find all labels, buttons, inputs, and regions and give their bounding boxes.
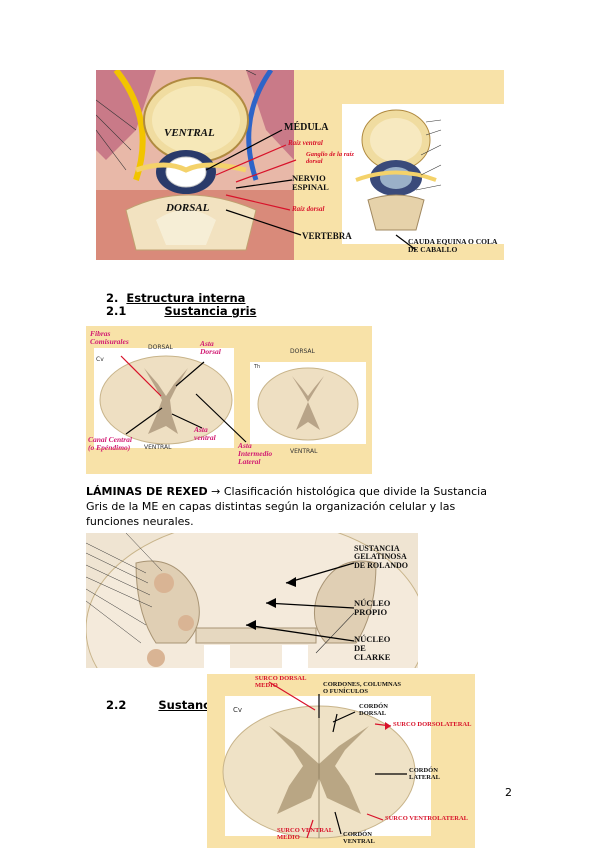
label-nucleo-propio: NÚCLEO PROPIO bbox=[354, 598, 391, 617]
rexed-line-2: Gris de la ME en capas distintas según l… bbox=[86, 500, 456, 513]
label-vertebra: VERTEBRA bbox=[302, 231, 352, 241]
label-surco-ventral-medio: SURCO VENTRAL MEDIO bbox=[277, 827, 333, 841]
figure-rexed-laminae: SUSTANCIA GELATINOSA DE ROLANDO NÚCLEO P… bbox=[86, 533, 418, 668]
label-surco-dorsal-medio: SURCO DORSAL MEDIO bbox=[255, 675, 307, 689]
label-ganglio: Ganglio de la raíz dorsal bbox=[306, 151, 354, 165]
label-ventral: VENTRAL bbox=[164, 127, 215, 139]
figure-grey-matter: Fibras Comisurales Cv DORSAL Asta Dorsal… bbox=[86, 326, 372, 474]
rexed-text-1: Clasificación histológica que divide la … bbox=[220, 485, 487, 498]
section-2-2-heading: 2.2 Sustanc bbox=[106, 698, 210, 712]
rexed-line-1: LÁMINAS DE REXED → Clasificación histoló… bbox=[86, 484, 506, 499]
label-cv-2: Cv bbox=[233, 706, 243, 714]
label-cv: Cv bbox=[96, 356, 104, 363]
label-cordon-lateral: CORDÓN LATERAL bbox=[409, 767, 440, 781]
label-th: Th bbox=[254, 364, 261, 370]
section-2-number: 2. bbox=[106, 291, 119, 305]
label-canal-central: Canal Central (o Epéndimo) bbox=[88, 435, 132, 452]
section-2-title: Estructura interna bbox=[126, 291, 246, 305]
page-number: 2 bbox=[505, 786, 512, 799]
white-matter-illustration bbox=[222, 681, 431, 839]
label-cordon-dorsal: CORDÓN DORSAL bbox=[359, 703, 388, 717]
label-nucleo-clarke: NÚCLEO DE CLARKE bbox=[354, 634, 391, 662]
label-fibras-comisurales: Fibras Comisurales bbox=[90, 329, 129, 346]
rexed-title: LÁMINAS DE REXED bbox=[86, 485, 208, 498]
section-2-1-heading: 2.1 Sustancia gris bbox=[106, 304, 256, 318]
figure-spinal-anatomy: VENTRAL DORSAL MÉDULA Raíz ventral Gangl… bbox=[96, 70, 504, 260]
section-2-heading: 2. Estructura interna bbox=[106, 291, 245, 305]
label-medula: MÉDULA bbox=[284, 122, 329, 133]
label-dorsal-right: DORSAL bbox=[290, 348, 315, 355]
label-cauda-equina: CAUDA EQUINA O COLA DE CABALLO bbox=[408, 237, 497, 254]
label-asta-ventral: Asta ventral bbox=[194, 425, 216, 442]
label-ventral-right: VENTRAL bbox=[290, 448, 318, 455]
label-nervio-espinal: NERVIO ESPINAL bbox=[292, 173, 329, 192]
section-2-1-number: 2.1 bbox=[106, 304, 127, 318]
spinal-anatomy-illustration bbox=[96, 70, 504, 260]
label-dorsal-left: DORSAL bbox=[148, 344, 173, 351]
label-surco-dorsolateral: SURCO DORSOLATERAL bbox=[393, 721, 472, 728]
section-2-2-title: Sustanc bbox=[158, 698, 210, 712]
label-dorsal: DORSAL bbox=[166, 202, 210, 214]
rexed-laminae-illustration bbox=[86, 533, 418, 668]
figure-white-matter: SURCO DORSAL MEDIO CORDONES, COLUMNAS O … bbox=[207, 674, 475, 848]
rexed-line-3: funciones neurales. bbox=[86, 515, 194, 528]
label-cordones: CORDONES, COLUMNAS O FUNÍCULOS bbox=[323, 681, 402, 695]
label-surco-ventrolateral: SURCO VENTROLATERAL bbox=[385, 815, 469, 822]
grey-matter-illustration bbox=[94, 348, 366, 448]
label-cordon-ventral: CORDÓN VENTRAL bbox=[343, 831, 375, 845]
label-asta-intermedio-lateral: Asta Intermedio Lateral bbox=[238, 441, 273, 466]
section-2-1-title: Sustancia gris bbox=[164, 304, 257, 318]
label-raiz-dorsal: Raíz dorsal bbox=[292, 205, 325, 213]
label-asta-dorsal: Asta Dorsal bbox=[200, 339, 221, 356]
label-ventral-left: VENTRAL bbox=[144, 444, 172, 451]
label-raiz-ventral: Raíz ventral bbox=[288, 139, 323, 147]
label-sustancia-gelatinosa: SUSTANCIA GELATINOSA DE ROLANDO bbox=[354, 544, 409, 570]
rexed-arrow: → bbox=[211, 485, 221, 498]
section-2-2-number: 2.2 bbox=[106, 698, 127, 712]
rexed-paragraph: LÁMINAS DE REXED → Clasificación histoló… bbox=[86, 484, 506, 529]
